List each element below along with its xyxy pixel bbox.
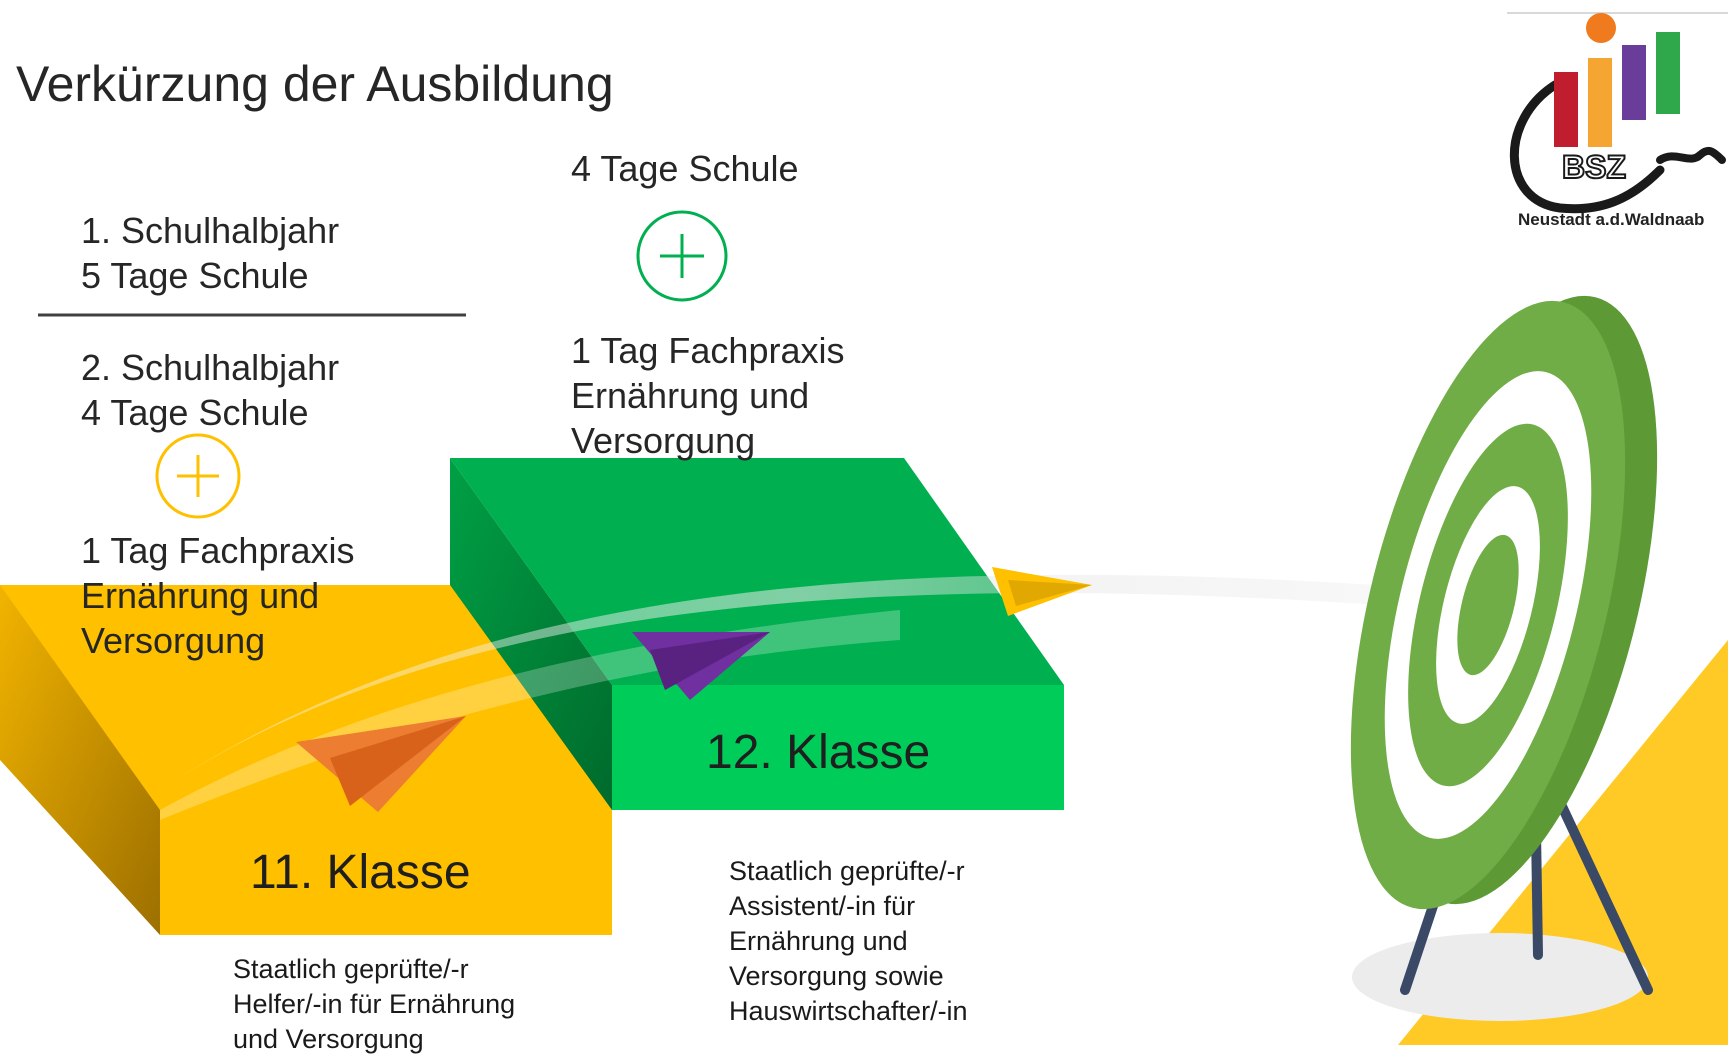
grade12-qualification-line: Ernährung und [729, 926, 908, 956]
middle-practice-line: 1 Tag Fachpraxis [571, 330, 845, 371]
term1-heading: 1. Schulhalbjahr [81, 210, 340, 251]
svg-text:BSZ: BSZ [1562, 149, 1626, 185]
term1-days: 5 Tage Schule [81, 255, 309, 296]
paper-plane-icon [632, 632, 770, 700]
term2-days: 4 Tage Schule [81, 392, 309, 433]
middle-practice-line: Ernährung und [571, 375, 810, 416]
paper-plane-icon [296, 716, 466, 812]
logo-caption: Neustadt a.d.Waldnaab [1518, 210, 1705, 229]
grade11-label: 11. Klasse [250, 846, 471, 899]
middle-practice-line: Versorgung [571, 420, 756, 461]
page-title: Verkürzung der Ausbildung [16, 56, 614, 112]
grade12-qualification-line: Staatlich geprüfte/-r [729, 856, 965, 886]
paper-plane-icon [992, 567, 1092, 616]
grade11-qualification-line: und Versorgung [233, 1024, 424, 1054]
grade12-qualification-line: Hauswirtschafter/-in [729, 996, 968, 1026]
grade12-qualification-line: Assistent/-in für [729, 891, 916, 921]
grade11-step [0, 585, 612, 935]
grade11-qualification-line: Staatlich geprüfte/-r [233, 954, 469, 984]
grade12-label: 12. Klasse [706, 726, 931, 779]
grade12-qualification-line: Versorgung sowie [729, 961, 944, 991]
left-practice-line: 1 Tag Fachpraxis [81, 530, 355, 571]
grade11-qualification-line: Helfer/-in für Ernährung [233, 989, 516, 1019]
flight-trail [160, 574, 1450, 790]
left-practice-line: Ernährung und [81, 575, 320, 616]
middle-school-days: 4 Tage Schule [571, 148, 799, 189]
plus-circle-icon [155, 433, 241, 519]
bsz-logo: BSZ [1507, 12, 1728, 235]
left-practice-line: Versorgung [81, 620, 266, 661]
plus-circle-icon [636, 210, 728, 302]
target-icon [1350, 295, 1658, 1021]
term2-heading: 2. Schulhalbjahr [81, 347, 340, 388]
